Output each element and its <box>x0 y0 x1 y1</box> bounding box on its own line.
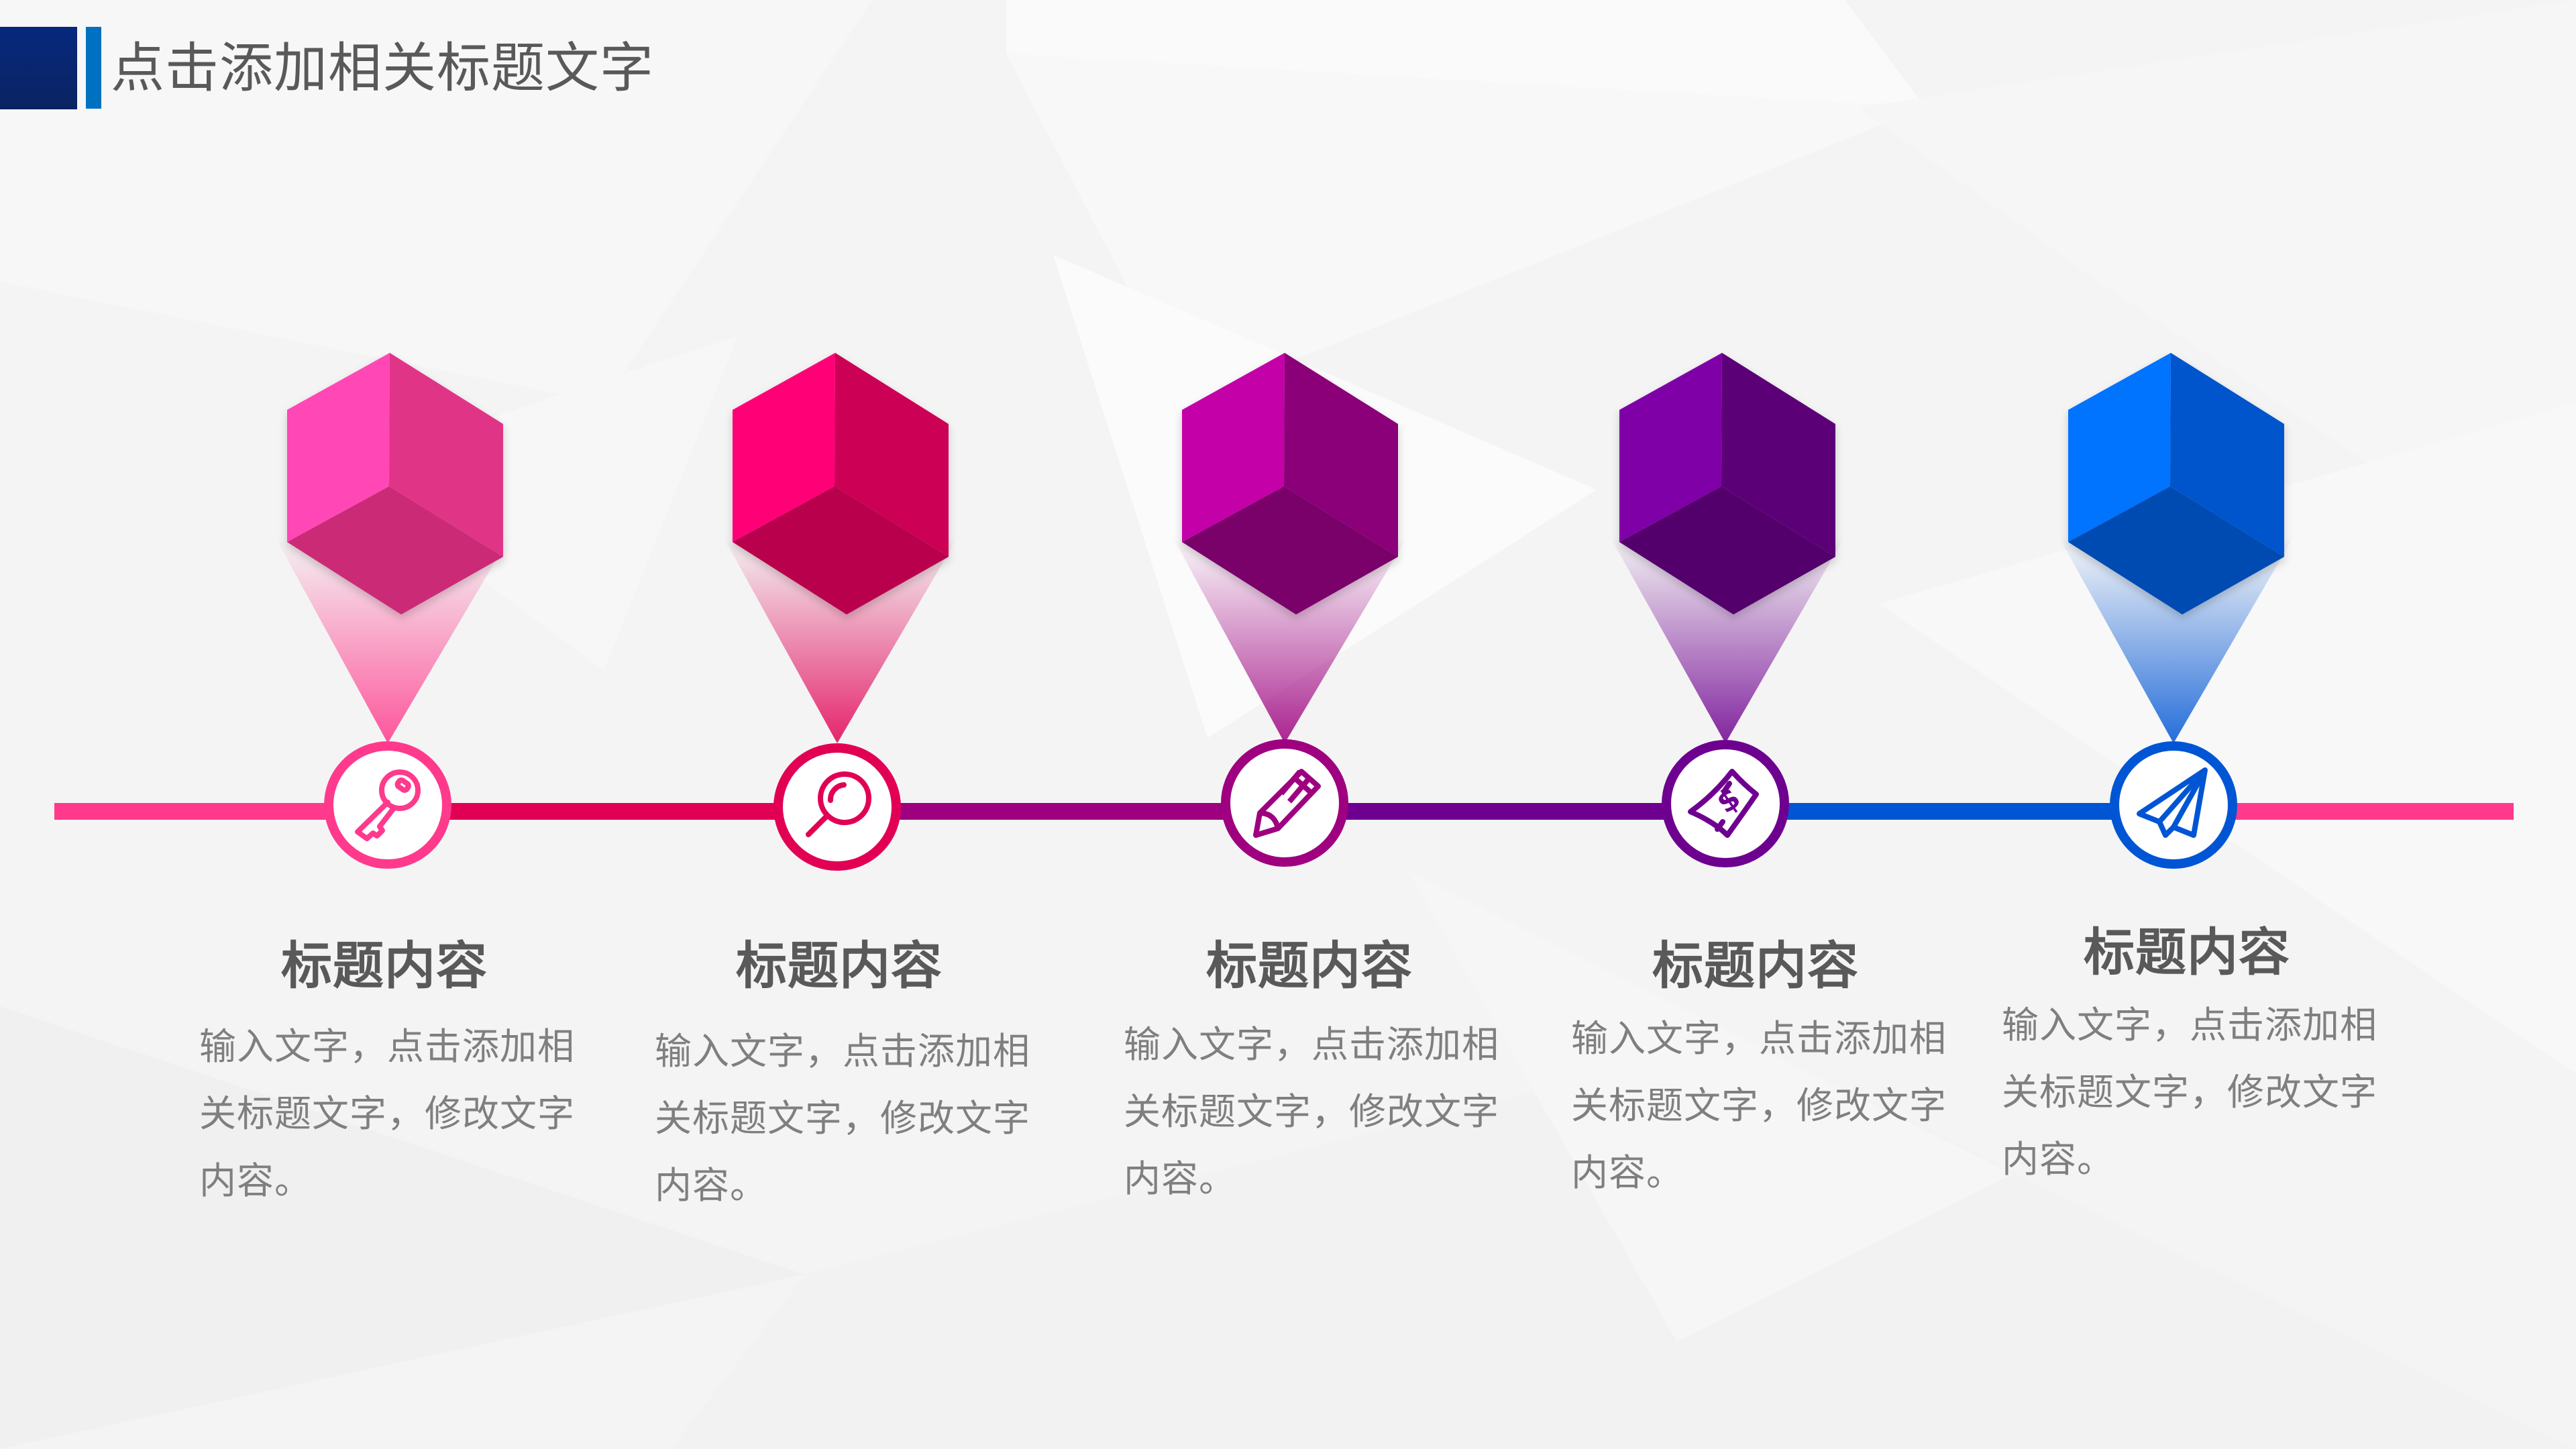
node-ring-3 <box>1221 739 1348 867</box>
step-body-line: 关标题文字，修改文字 <box>2002 1071 2378 1114</box>
step-heading: 标题内容 <box>281 936 488 996</box>
paper-plane-icon <box>2137 767 2208 838</box>
step-heading: 标题内容 <box>736 936 943 996</box>
beam-2 <box>723 537 958 743</box>
step-heading: 标题内容 <box>2084 922 2290 982</box>
cube-4 <box>1619 353 1835 614</box>
step-body-line: 关标题文字，修改文字 <box>1124 1090 1500 1133</box>
step-body-line: 关标题文字，修改文字 <box>655 1097 1031 1140</box>
step-body-line: 内容。 <box>199 1159 313 1202</box>
step-body-line: 输入文字，点击添加相 <box>1124 1023 1500 1066</box>
step-body-line: 输入文字，点击添加相 <box>1571 1017 1947 1060</box>
header-accent-block <box>0 27 77 109</box>
key-icon <box>355 769 421 841</box>
step-body-line: 输入文字，点击添加相 <box>2002 1004 2378 1046</box>
step-body: 输入文字，点击添加相 关标题文字，修改文字 内容。 <box>1124 1011 1513 1212</box>
node-ring-4 <box>1662 740 1789 867</box>
step-heading: 标题内容 <box>1652 936 1859 996</box>
step-body-line: 内容。 <box>2002 1138 2115 1181</box>
step-body-line: 关标题文字，修改文字 <box>199 1092 576 1135</box>
cube-5 <box>2068 353 2284 614</box>
step-body-line: 输入文字，点击添加相 <box>199 1025 576 1068</box>
step-body: 输入文字，点击添加相 关标题文字，修改文字 内容。 <box>2002 991 2391 1193</box>
step-body-line: 内容。 <box>1571 1151 1684 1194</box>
step-body: 输入文字，点击添加相 关标题文字，修改文字 内容。 <box>1571 1005 1960 1206</box>
step-body-line: 输入文字，点击添加相 <box>655 1030 1031 1073</box>
step-body-line: 关标题文字，修改文字 <box>1571 1084 1947 1127</box>
beam-5 <box>2059 537 2294 743</box>
pencil-icon <box>1253 769 1321 838</box>
beam-1 <box>275 537 510 743</box>
beam-4 <box>1610 537 1845 743</box>
cube-1 <box>287 353 503 614</box>
step-body: 输入文字，点击添加相 关标题文字，修改文字 内容。 <box>655 1018 1044 1219</box>
beam-3 <box>1173 537 1407 743</box>
magnifier-icon <box>806 771 871 837</box>
node-ring-2 <box>773 743 901 871</box>
cube-2 <box>733 353 949 614</box>
step-body-line: 内容。 <box>655 1164 768 1207</box>
page-title: 点击添加相关标题文字 <box>111 37 654 99</box>
cube-3 <box>1182 353 1398 614</box>
step-heading: 标题内容 <box>1206 936 1413 996</box>
step-body-line: 内容。 <box>1124 1157 1237 1200</box>
step-body: 输入文字，点击添加相 关标题文字，修改文字 内容。 <box>199 1013 588 1214</box>
header-accent-bar <box>86 27 101 109</box>
